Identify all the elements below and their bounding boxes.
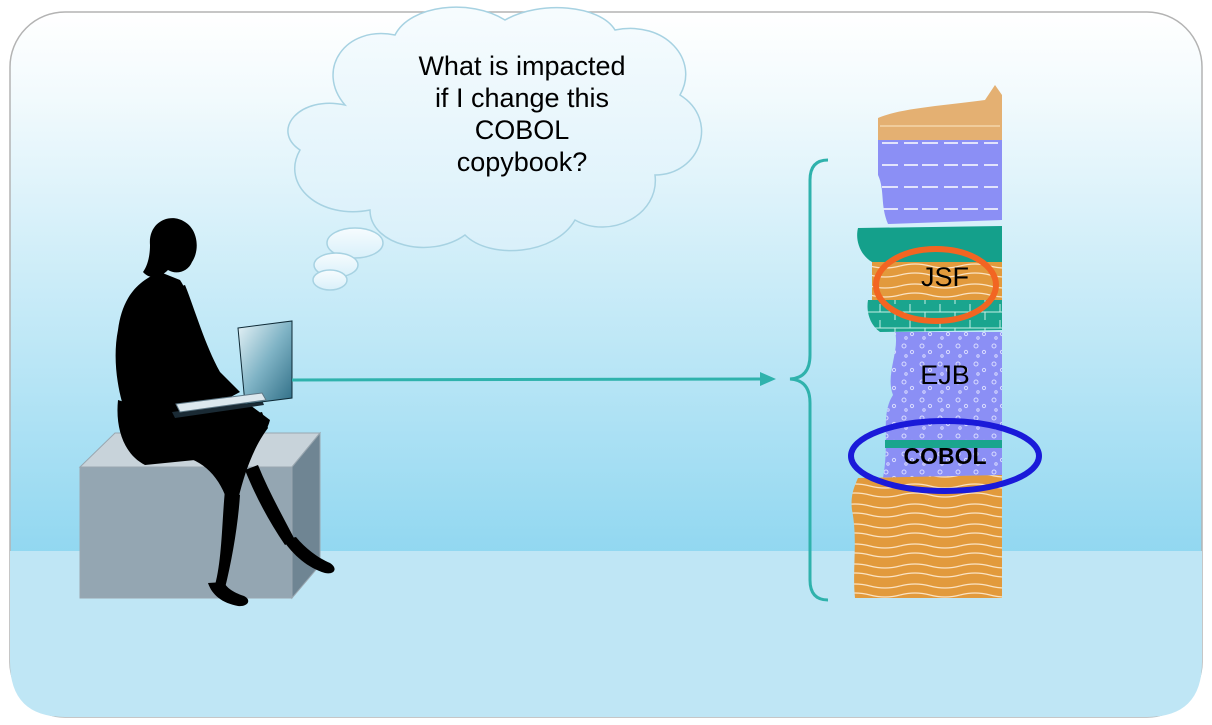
cobol-highlight-ellipse bbox=[848, 418, 1042, 494]
thought-bubble-text: What is impacted if I change this COBOL … bbox=[352, 50, 692, 178]
person-with-laptop-silhouette bbox=[115, 218, 335, 607]
thought-line: What is impacted bbox=[418, 51, 626, 81]
jsf-highlight-ellipse bbox=[873, 246, 999, 324]
connector-arrow bbox=[291, 372, 776, 386]
cobol-layer-label: COBOL bbox=[903, 443, 987, 469]
curly-brace bbox=[789, 158, 829, 602]
thought-line: if I change this bbox=[434, 83, 610, 113]
laptop-icon bbox=[175, 320, 293, 413]
jsf-layer-label: JSF bbox=[920, 262, 969, 292]
thought-cloud-icon bbox=[287, 6, 703, 291]
thought-line: copybook? bbox=[456, 147, 588, 177]
architecture-strata-column bbox=[851, 85, 1002, 598]
ejb-layer-label: EJB bbox=[920, 360, 970, 390]
thought-line: COBOL bbox=[474, 115, 570, 145]
